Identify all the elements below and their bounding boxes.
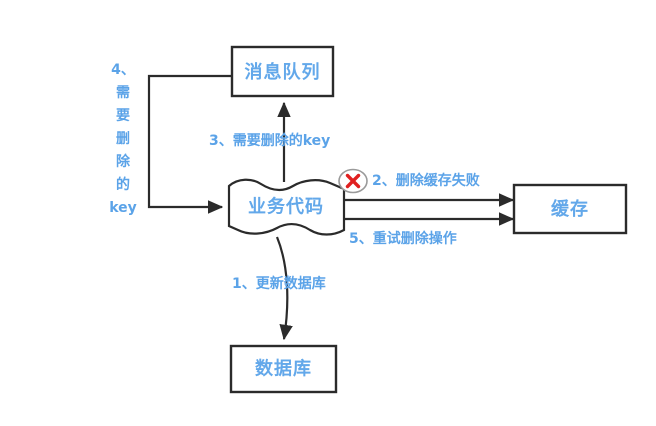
edge-label-step4-line-2: 要 [116,108,130,124]
edge-label-step4-line-3: 删 [116,131,130,147]
node-cache[interactable]: 缓存 [512,183,628,235]
node-business-code-label: 业务代码 [248,196,324,218]
edge-label-step4: 4、 需 要 删 除 的 key [109,62,137,216]
edge-label-step3: 3、需要删除的key [209,132,330,149]
edge-label-step2: 2、删除缓存失败 [372,172,481,189]
edge-label-step4-line-6: key [109,200,137,216]
edge-business-code-to-database [275,236,293,341]
edge-mq-to-business-code [147,74,232,214]
error-x-icon [338,168,368,194]
edge-label-step1: 1、更新数据库 [232,275,326,292]
edge-label-step4-line-4: 除 [116,153,131,170]
edge-label-step4-line-1: 需 [116,84,130,101]
edge-label-step4-line-5: 的 [116,176,130,193]
node-business-code[interactable]: 业务代码 [227,178,346,236]
edge-label-step5: 5、重试删除操作 [349,230,457,247]
node-database[interactable]: 数据库 [229,344,338,394]
node-message-queue-label: 消息队列 [245,61,321,83]
node-message-queue[interactable]: 消息队列 [230,45,335,98]
edge-label-step4-line-0: 4、 [111,62,135,78]
node-database-label: 数据库 [255,358,312,380]
node-cache-label: 缓存 [551,198,589,220]
